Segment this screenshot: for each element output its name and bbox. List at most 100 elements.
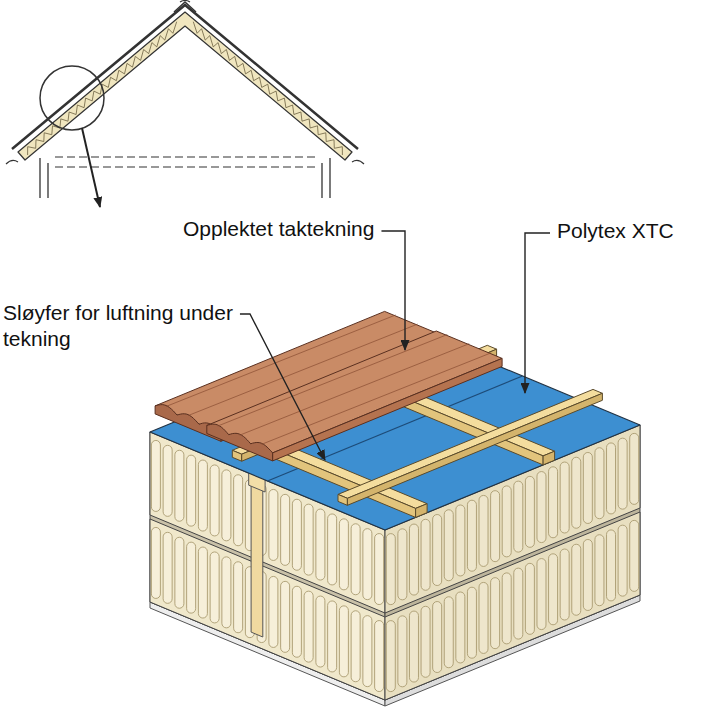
- insulation-slot: [444, 597, 453, 668]
- insulation-slot: [467, 587, 476, 658]
- insulation-slot: [607, 530, 616, 601]
- insulation-slot: [491, 578, 500, 649]
- insulation-slot: [281, 581, 290, 652]
- insulation-slot: [363, 616, 372, 687]
- insulation-slot: [198, 547, 207, 618]
- insulation-slot: [525, 563, 534, 634]
- insulation-slot: [572, 457, 581, 528]
- insulation-slot: [351, 524, 360, 595]
- insulation-slot: [537, 559, 546, 630]
- insulation-slot: [421, 519, 430, 590]
- callout-label: Opplektet taktekning: [183, 216, 413, 242]
- insulation-slot: [560, 462, 569, 533]
- insulation-slot: [630, 433, 639, 504]
- insulation-slot: [537, 472, 546, 543]
- vent-mark: [180, 1, 190, 3]
- callout-label: Polytex XTC: [557, 218, 695, 244]
- insulation-slot: [433, 515, 442, 586]
- insulation-slot: [560, 549, 569, 620]
- tile-batten: [338, 494, 347, 505]
- insulation-slot: [339, 519, 348, 590]
- insulation-slot: [316, 596, 325, 667]
- insulation-slot: [151, 440, 160, 511]
- insulation-slot: [351, 611, 360, 682]
- insulation-slot: [386, 534, 395, 605]
- roof-covering: [12, 5, 358, 149]
- insulation-slot: [409, 611, 418, 682]
- insulation-slot: [281, 494, 290, 565]
- insulation-slot: [210, 465, 219, 536]
- insulation-slot: [398, 616, 407, 687]
- insulation-hatch: [193, 22, 342, 155]
- vent-mark: [352, 160, 364, 164]
- insulation-slot: [607, 443, 616, 514]
- insulation-slot: [595, 535, 604, 606]
- insulation-face: [150, 519, 385, 700]
- insulation-slot: [163, 532, 172, 603]
- insulation-slot: [409, 524, 418, 595]
- vent-mark: [6, 160, 18, 164]
- insulation-slot: [444, 510, 453, 581]
- insulation-slot: [479, 582, 488, 653]
- insulation-slot: [456, 592, 465, 663]
- insulation-slot: [234, 475, 243, 546]
- insulation-slot: [433, 602, 442, 673]
- leader-line: [381, 231, 405, 350]
- wall-line: [321, 163, 322, 198]
- insulation-slot: [583, 452, 592, 523]
- tile-rib: [240, 344, 470, 436]
- detail-circle: [40, 66, 104, 130]
- insulation-slot: [502, 573, 511, 644]
- roof-detail: [150, 311, 640, 706]
- insulation-slot: [187, 455, 196, 526]
- insulation-slot: [187, 542, 196, 613]
- insulation-slot: [502, 486, 511, 557]
- insulation-slot: [175, 450, 184, 521]
- tile-batten: [232, 450, 241, 461]
- roof-tile: [273, 358, 503, 461]
- insulation-slot: [269, 576, 278, 647]
- insulation-slot: [525, 476, 534, 547]
- insulation-slot: [151, 527, 160, 598]
- insulation-slot: [595, 448, 604, 519]
- insulation-slot: [386, 621, 395, 692]
- roof-tile: [207, 424, 273, 461]
- leader-line: [240, 314, 325, 460]
- insulation-slot: [549, 554, 558, 625]
- stud: [251, 478, 263, 637]
- ridge-cap: [174, 2, 196, 12]
- insulation-slot: [363, 529, 372, 600]
- insulation-slot: [210, 552, 219, 623]
- insulation-slot: [618, 525, 627, 596]
- insulation-slot: [304, 591, 313, 662]
- insulation-slot: [198, 460, 207, 531]
- insulation-hatch: [28, 22, 177, 155]
- insulation-slot: [175, 537, 184, 608]
- counter-batten: [543, 451, 555, 465]
- insulation-slot: [549, 467, 558, 538]
- insulation-slot: [456, 505, 465, 576]
- insulation-slot: [328, 601, 337, 672]
- roof-insulation-band: [18, 12, 352, 160]
- insulation-slot: [583, 539, 592, 610]
- insulation-slot: [514, 568, 523, 639]
- wall-line: [39, 158, 40, 198]
- ceiling-line: [55, 166, 315, 167]
- tile-rib: [262, 353, 492, 445]
- insulation-slot: [292, 586, 301, 657]
- insulation-slot: [234, 562, 243, 633]
- insulation-slot: [328, 514, 337, 585]
- membrane: [150, 327, 640, 530]
- ceiling-line: [55, 156, 315, 157]
- leader-lines: [240, 231, 550, 460]
- insulation-slot: [304, 504, 313, 575]
- insulation-slot: [572, 544, 581, 615]
- insulation-face: [385, 512, 640, 700]
- insulation-slot: [269, 489, 278, 560]
- callout-label: Sløyfer for luftning under tekning: [3, 300, 238, 352]
- leader-line: [525, 233, 550, 393]
- roof-tile: [207, 331, 502, 453]
